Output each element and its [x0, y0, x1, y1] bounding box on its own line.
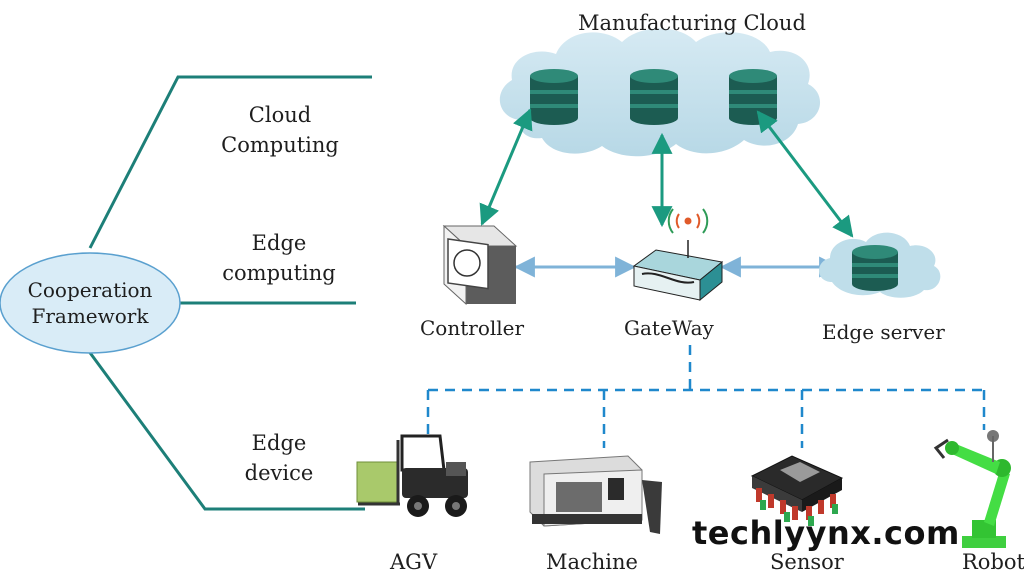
branch-label-line1: Edge	[251, 431, 307, 455]
cloud-database-1	[530, 69, 578, 125]
cloud-arrows	[479, 108, 854, 238]
branch-line-edge-device	[86, 349, 365, 511]
device-connections	[426, 345, 986, 448]
branch-label-line1: Cloud	[248, 103, 312, 127]
framework-branches	[86, 75, 372, 511]
edge-server-label: Edge server	[822, 320, 945, 344]
gateway-label: GateWay	[624, 316, 714, 340]
edge-server-icon	[818, 232, 941, 298]
branch-label-line2: Computing	[221, 133, 339, 157]
controller-label: Controller	[420, 316, 525, 340]
branch-label-edge-computing: Edge computing	[204, 228, 354, 288]
branch-label-cloud-computing: Cloud Computing	[205, 100, 355, 160]
branch-label-line2: device	[244, 461, 314, 485]
agv-forklift-icon	[356, 434, 468, 517]
cloud-database-2	[630, 69, 678, 125]
cooperation-framework-ellipse	[0, 252, 181, 354]
machine-cnc-icon	[529, 455, 662, 534]
device-label-machine: Machine	[546, 550, 638, 574]
manufacturing-cloud-title: Manufacturing Cloud	[578, 11, 806, 35]
branch-label-line1: Edge	[251, 231, 307, 255]
device-label-robot: Robot	[962, 550, 1024, 574]
framework-label-line1: Cooperation	[27, 278, 153, 302]
device-label-agv: AGV	[390, 550, 438, 574]
framework-label-line2: Framework	[31, 304, 149, 328]
cooperation-framework-label: Cooperation Framework	[5, 277, 175, 329]
arrow-cloud-controller	[479, 108, 533, 226]
sensor-chip-icon	[750, 455, 844, 526]
gateway-icon	[632, 208, 724, 302]
branch-line-cloud	[88, 75, 372, 249]
robot-arm-icon	[933, 430, 1011, 548]
branch-label-edge-device: Edge device	[204, 428, 354, 488]
cloud-database-3	[729, 69, 777, 125]
controller-icon	[442, 224, 518, 306]
branch-label-line2: computing	[222, 261, 336, 285]
device-label-sensor: Sensor	[770, 550, 844, 574]
arrow-cloud-edge-server	[756, 110, 854, 238]
watermark-text: techlyynx.com	[692, 514, 960, 552]
